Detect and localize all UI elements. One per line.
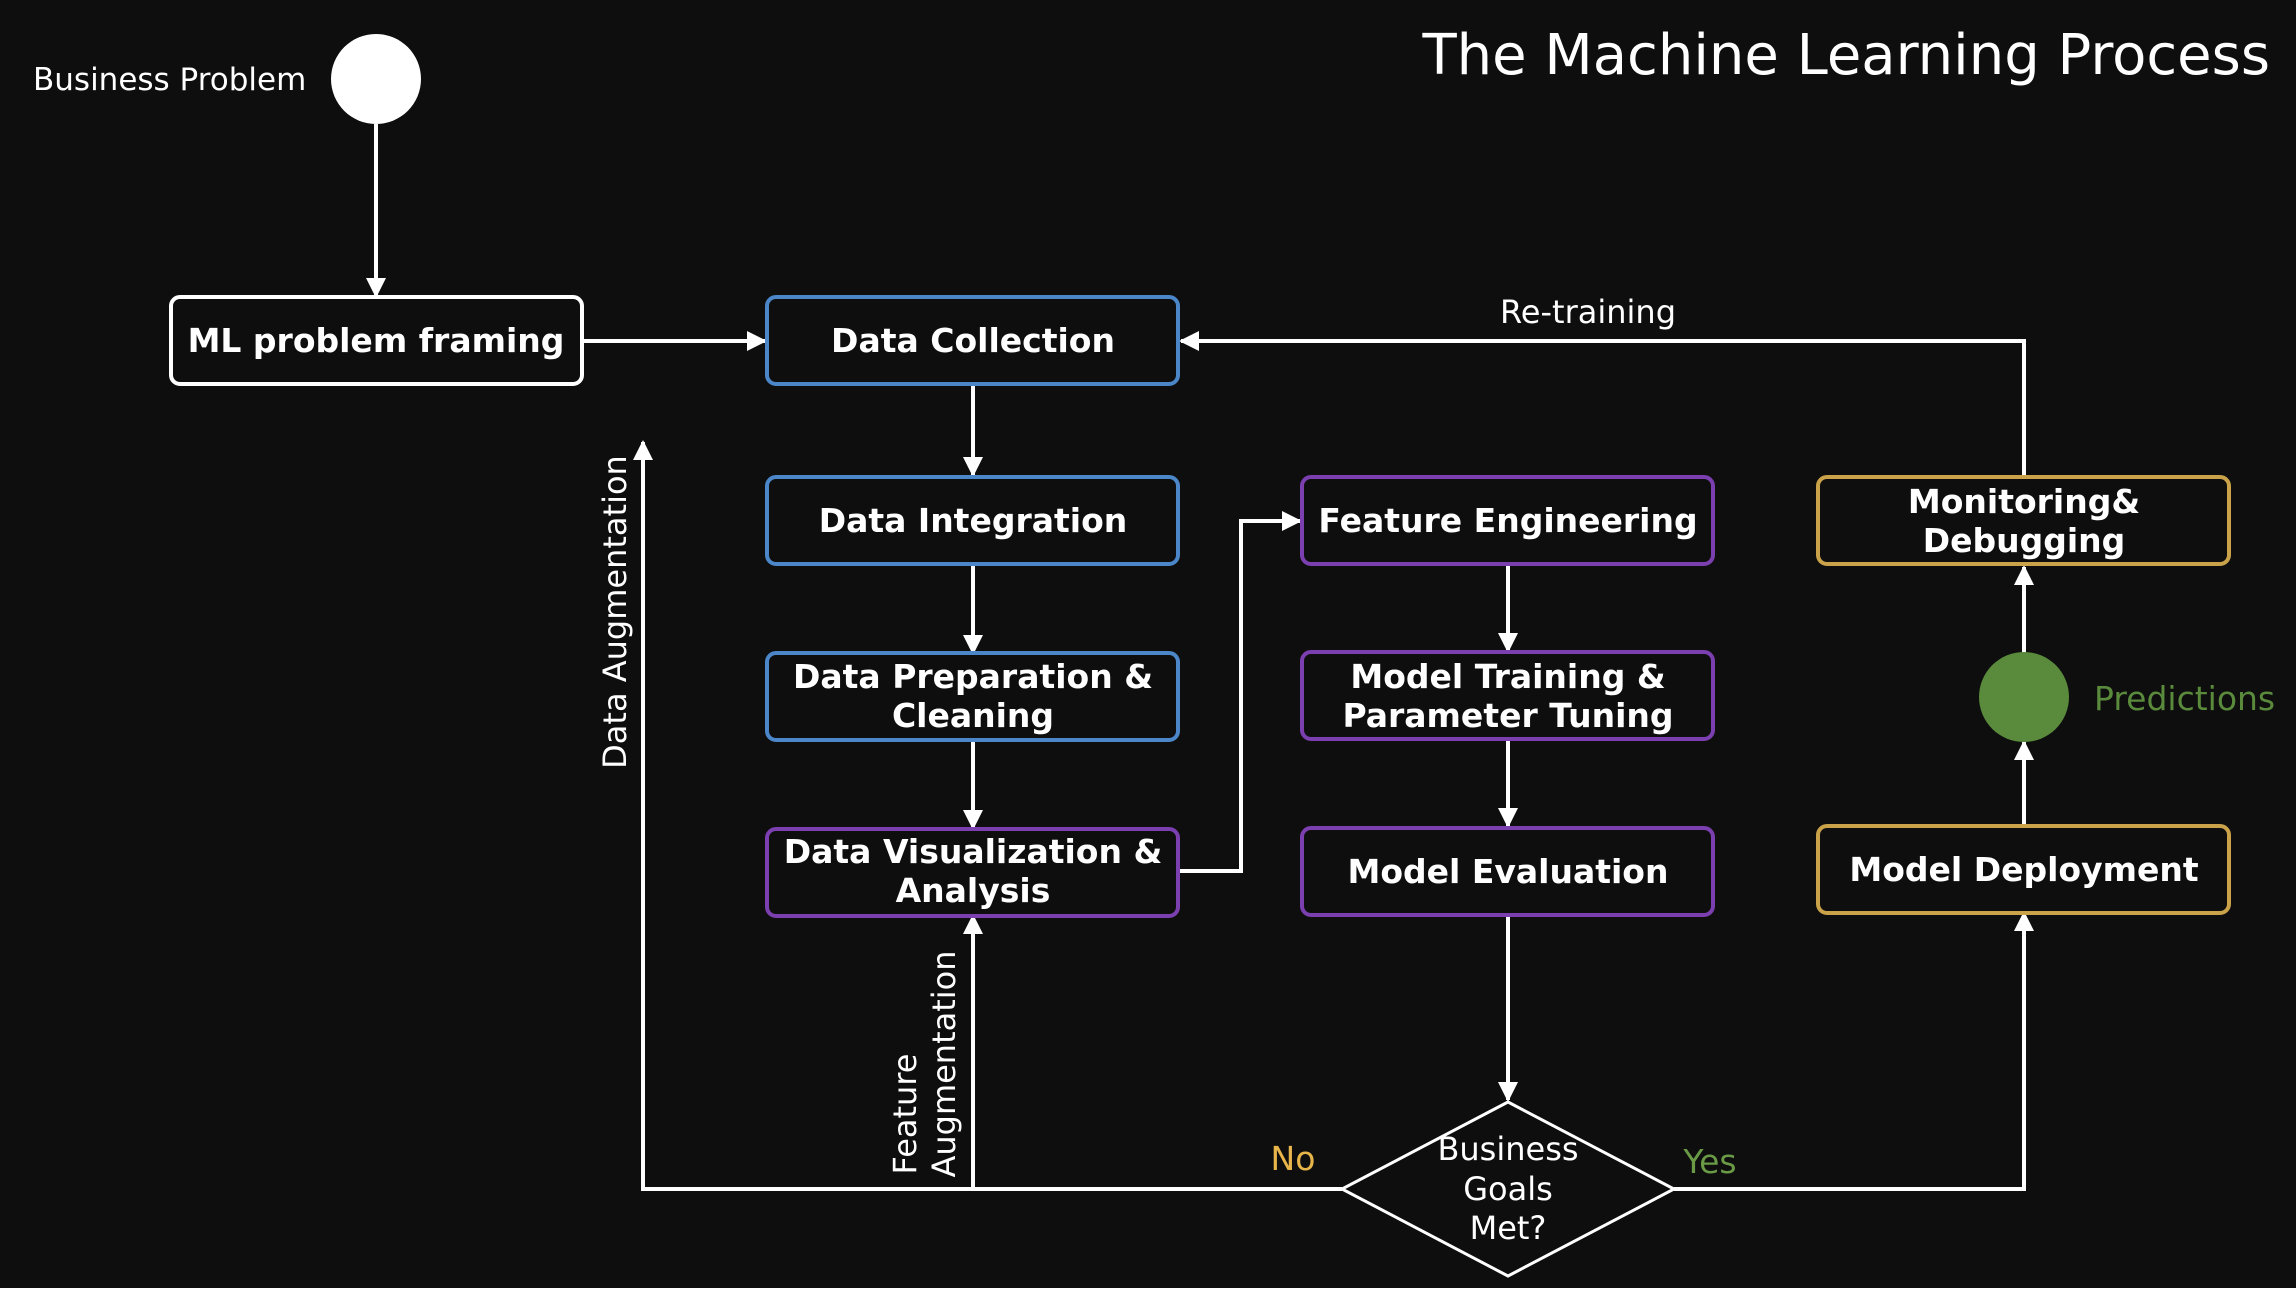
diagram-title: The Machine Learning Process [1421,23,2270,88]
decision-label-1: Business [1437,1130,1578,1168]
connectors [366,124,2034,1191]
node-feature-engineering[interactable]: Feature Engineering [1300,475,1715,566]
node-ml-framing-label: ML problem framing [188,321,565,360]
node-feature-engineering-label: Feature Engineering [1318,501,1697,540]
node-monitoring-label-2: Debugging [1923,521,2126,560]
node-data-preparation[interactable]: Data Preparation & Cleaning [765,651,1180,742]
node-monitoring[interactable]: Monitoring& Debugging [1816,475,2231,566]
node-data-collection[interactable]: Data Collection [765,295,1180,386]
node-data-collection-label: Data Collection [831,321,1115,360]
node-data-visualization[interactable]: Data Visualization & Analysis [765,827,1180,918]
feature-augmentation-label-2: Augmentation [925,950,963,1177]
node-monitoring-label-1: Monitoring& [1908,482,2140,521]
node-model-deployment[interactable]: Model Deployment [1816,824,2231,915]
node-model-deployment-label: Model Deployment [1849,850,2198,889]
node-model-evaluation[interactable]: Model Evaluation [1300,826,1715,917]
decision-label-3: Met? [1470,1209,1547,1247]
no-label: No [1271,1139,1316,1178]
start-circle [331,34,421,124]
node-ml-framing[interactable]: ML problem framing [169,295,584,386]
node-model-training-label-1: Model Training & [1350,657,1665,696]
node-data-visualization-label-1: Data Visualization & [784,832,1163,871]
predictions-circle [1979,652,2069,742]
retraining-label: Re-training [1500,293,1676,331]
yes-label: Yes [1682,1142,1736,1181]
data-augmentation-label: Data Augmentation [596,455,634,769]
node-data-integration-label: Data Integration [819,501,1128,540]
node-model-evaluation-label: Model Evaluation [1348,852,1669,891]
node-data-visualization-label-2: Analysis [896,871,1051,910]
arrow-decision-yes-to-deploy [1674,911,2034,1191]
decision-label-2: Goals [1463,1170,1553,1208]
predictions-label: Predictions [2094,679,2275,718]
start-label: Business Problem [33,62,306,98]
page-bottom-strip [0,1288,2296,1292]
decision-diamond[interactable]: Business Goals Met? [1338,1100,1678,1278]
arrow-decision-no-to-data-augmentation [633,440,1342,1191]
node-data-preparation-label-2: Cleaning [892,696,1054,735]
arrow-viz-to-feature-eng [1178,511,1302,873]
node-data-preparation-label-1: Data Preparation & [793,657,1153,696]
node-data-integration[interactable]: Data Integration [765,475,1180,566]
node-model-training[interactable]: Model Training & Parameter Tuning [1300,650,1715,741]
feature-augmentation-label-1: Feature [886,1054,924,1175]
node-model-training-label-2: Parameter Tuning [1342,696,1673,735]
arrow-retraining [1179,331,2026,475]
